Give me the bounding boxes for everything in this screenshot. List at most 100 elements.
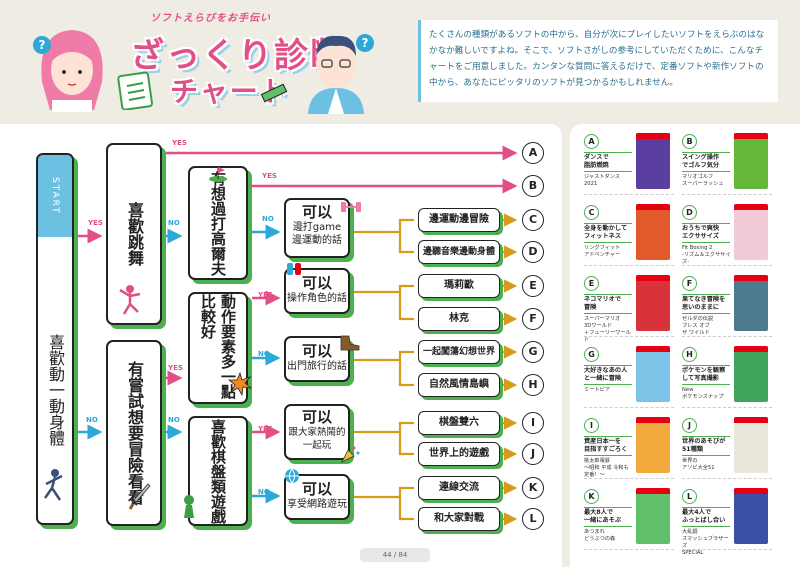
result-card-letter: C (584, 205, 599, 220)
start-question: START 喜歡動一動身體 (36, 153, 74, 525)
game-cover-image (734, 346, 768, 402)
result-letter-d: D (522, 241, 544, 263)
result-card-heading: ポケモンを観察 して写真撮影 (682, 365, 730, 385)
condition-ok: 可以 (301, 274, 332, 292)
result-card-game-title: あつまれ どうぶつの森 (584, 529, 616, 542)
result-option-l: 和大家對戰 (418, 507, 500, 531)
game-cover-image (636, 133, 670, 189)
header-subtitle: ソフトえらびをお手伝い (150, 13, 271, 24)
game-cover-image (734, 204, 768, 260)
result-card-game-title: Fit Boxing 2 -リズム＆エクササイズ- (682, 245, 731, 265)
globe-icon (285, 468, 299, 484)
controller-icon (287, 263, 301, 275)
game-cover-image (636, 204, 670, 260)
yes-label: YES (258, 425, 273, 433)
result-card-heading: ダンスで 脂肪燃焼 (584, 152, 632, 172)
sword-icon (128, 483, 151, 510)
result-option-h: 自然風情島嶼 (418, 373, 500, 397)
question-action: 動作要素多一點比較好 (188, 292, 248, 404)
result-letter-c: C (522, 209, 544, 231)
result-letter-i: I (522, 412, 544, 434)
result-card-letter: D (682, 205, 697, 220)
start-tab: START (38, 155, 72, 237)
result-card-heading: 資産日本一を 目指すすごろく (584, 436, 632, 456)
golf-flag-icon (209, 167, 227, 182)
result-card-game-title: ゼルダの伝説 ブレス オブ ザ ワイルド (682, 316, 714, 336)
result-letter-b: B (522, 175, 544, 197)
condition-detail: 一起玩 (302, 440, 332, 451)
question-golf: 有想過打高爾夫 (188, 166, 248, 280)
flowchart-connectors (78, 145, 518, 526)
dumbbell-icon (341, 202, 361, 212)
no-label: NO (258, 488, 270, 496)
party-popper-icon (341, 446, 360, 463)
result-card-letter: J (682, 418, 697, 433)
result-card-game-title: 大乱闘 スマッシュブラザーズ SPECIAL (682, 529, 729, 556)
result-option-i: 棋盤雙六 (418, 411, 500, 435)
question-bubble-icon: ? (33, 36, 51, 54)
board-game-piece-icon (184, 495, 194, 518)
game-cover-image (734, 133, 768, 189)
result-card-a: A ダンスで 脂肪燃焼ジャストダンス 2021 (584, 132, 674, 195)
question-board-games: 喜歡棋盤類遊戲 (188, 416, 248, 526)
result-option-e: 瑪莉歐 (418, 274, 500, 298)
result-card-game-title: ミートピア (584, 387, 610, 393)
yes-label: YES (258, 291, 273, 299)
game-cover-image (636, 275, 670, 331)
result-card-letter: F (682, 276, 697, 291)
header-title: ざっくり診断 (130, 36, 346, 76)
result-card-g: G 大好きなあの人 と一緒に冒険ミートピア (584, 345, 674, 408)
result-card-heading: 大好きなあの人 と一緒に冒険 (584, 365, 632, 385)
no-label: NO (262, 215, 274, 223)
question-likes-exercise: 喜歡動一動身體 (46, 334, 65, 446)
hiking-boot-icon (340, 335, 360, 351)
game-cover-image (734, 417, 768, 473)
condition-detail: 操作角色的話 (287, 293, 347, 304)
result-letter-j: J (522, 443, 544, 465)
result-card-letter: L (682, 489, 697, 504)
result-card-letter: K (584, 489, 599, 504)
result-letter-g: G (522, 341, 544, 363)
condition-detail: 跟大家熱鬧的 (288, 427, 346, 438)
explosion-icon (228, 372, 252, 396)
result-card-letter: A (584, 134, 599, 149)
no-label: NO (168, 416, 180, 424)
clipboard-icon (117, 71, 153, 110)
result-card-game-title: ジャストダンス 2021 (584, 174, 620, 187)
condition-ok: 可以 (301, 408, 332, 426)
result-letter-h: H (522, 374, 544, 396)
runner-icon (43, 469, 63, 501)
result-letter-f: F (522, 308, 544, 330)
result-letter-e: E (522, 275, 544, 297)
question-bubble-icon: ? (356, 34, 374, 52)
condition-ok: 可以 (301, 342, 332, 360)
result-card-game-title: 世界の アソビ大全51 (682, 458, 715, 471)
result-option-j: 世界上的遊戲 (418, 442, 500, 466)
game-cover-image (636, 417, 670, 473)
result-letter-k: K (522, 477, 544, 499)
page-number: 44 / 84 (360, 548, 430, 562)
question-wants-adventure: 有嘗試想要冒險看看 (106, 340, 162, 526)
condition-control-character: 可以 操作角色的話 (284, 268, 350, 314)
girl-illustration-icon (41, 30, 103, 112)
condition-exercise-game: 可以 邊打game 邊運動的話 (284, 198, 350, 258)
result-option-d: 邊聽音樂邊動身體 (418, 240, 500, 264)
result-card-game-title: New ポケモンスナップ (682, 387, 724, 400)
question-likes-dance: 喜歡跳舞 (106, 143, 162, 325)
result-card-game-title: 桃太郎電鉄 〜昭和 平成 令和も 定番！〜 (584, 458, 629, 478)
yes-label: YES (172, 139, 187, 147)
result-card-heading: 全身を動かして フィットネス (584, 223, 632, 243)
no-label: NO (168, 219, 180, 227)
result-card-game-title: リングフィット アドベンチャー (584, 245, 621, 258)
result-card-c: C 全身を動かして フィットネスリングフィット アドベンチャー (584, 203, 674, 266)
condition-detail: 出門旅行的話 (287, 361, 347, 372)
condition-play-together: 可以 跟大家熱鬧的 一起玩 (284, 404, 350, 460)
result-card-letter: G (584, 347, 599, 362)
result-option-f: 林克 (418, 307, 500, 331)
condition-detail: 邊打game (292, 222, 342, 233)
